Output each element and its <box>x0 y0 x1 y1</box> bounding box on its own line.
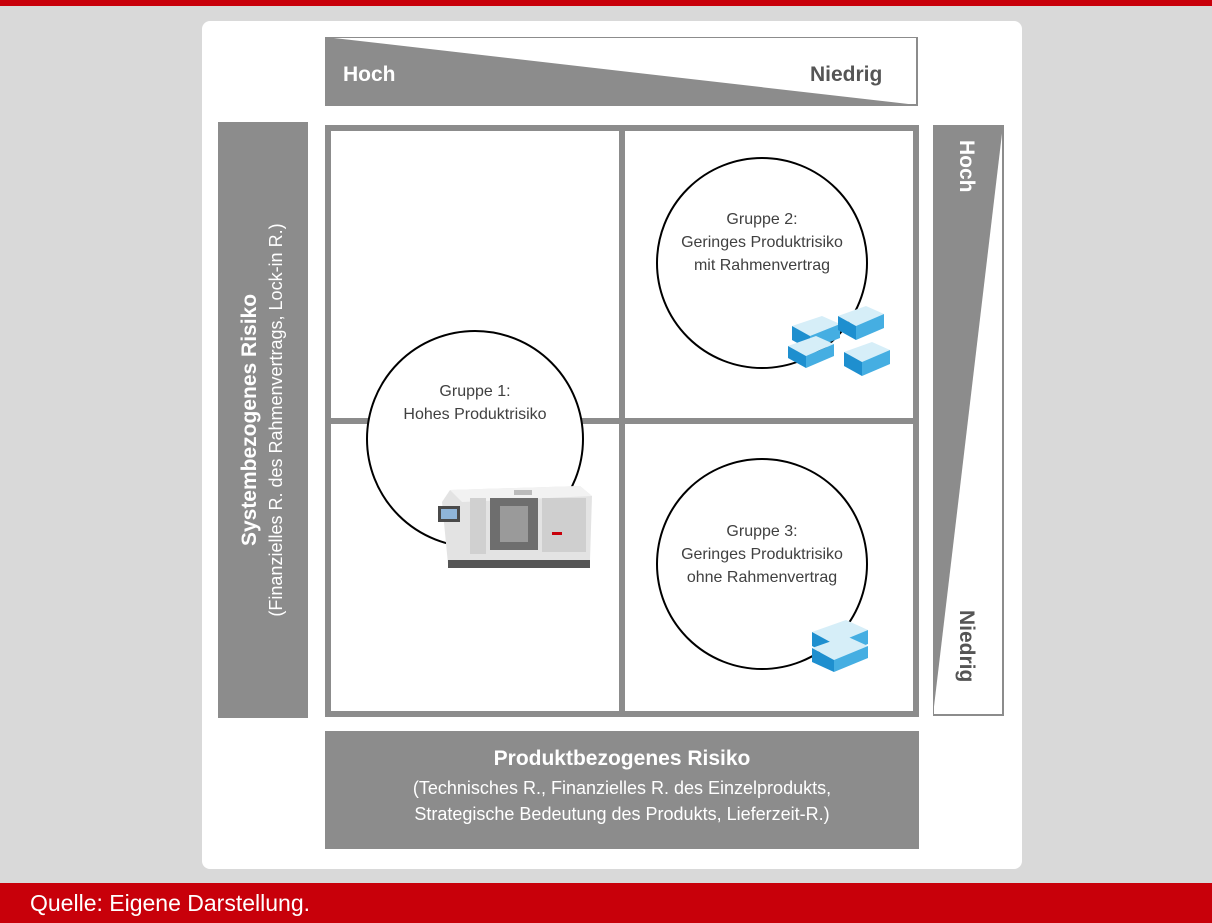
right-scale-high: Hoch <box>955 140 978 193</box>
top-accent-bar <box>0 0 1212 6</box>
paper-stack-icon <box>812 620 868 672</box>
left-axis-title: Systembezogenes Risiko <box>238 293 261 547</box>
group-1-desc: Hohes Produktrisiko <box>403 406 547 423</box>
cnc-machine-icon <box>438 486 592 568</box>
left-axis-label: Systembezogenes Risiko (Finanzielles R. … <box>237 223 289 616</box>
group-2-label: Gruppe 2: Geringes Produktrisiko mit Rah… <box>650 208 874 277</box>
group-3-label: Gruppe 3: Geringes Produktrisiko ohne Ra… <box>650 520 874 589</box>
top-scale-wedge <box>325 37 918 106</box>
bottom-axis-title: Produktbezogenes Risiko <box>493 747 751 770</box>
bottom-axis-subtitle-line2: Strategische Bedeutung des Produkts, Lie… <box>414 804 830 824</box>
group-2-desc: Geringes Produktrisiko <box>681 234 843 251</box>
group-3-title: Gruppe 3: <box>726 523 798 540</box>
right-scale-wedge <box>933 125 1004 716</box>
group-1-title: Gruppe 1: <box>439 383 511 400</box>
top-scale-high: Hoch <box>343 63 396 86</box>
paper-stack-icon <box>788 306 890 376</box>
diagram-card <box>202 21 1022 869</box>
bottom-axis-subtitle-line1: (Technisches R., Finanzielles R. des Ein… <box>412 778 832 798</box>
source-footer: Quelle: Eigene Darstellung. <box>0 883 1212 923</box>
left-axis-subtitle: (Finanzielles R. des Rahmenvertrags, Loc… <box>266 223 286 617</box>
group-1-label: Gruppe 1: Hohes Produktrisiko <box>366 380 584 426</box>
left-axis-box <box>218 122 308 718</box>
matrix-horizontal-divider <box>325 418 919 424</box>
group-2-title: Gruppe 2: <box>726 211 798 228</box>
right-scale-low: Niedrig <box>955 610 978 683</box>
group-2-contract: mit Rahmenvertrag <box>693 257 831 274</box>
top-scale-low: Niedrig <box>810 63 883 86</box>
bottom-axis-box: Produktbezogenes Risiko (Technisches R.,… <box>325 731 919 849</box>
bottom-axis-subtitle: (Technisches R., Finanzielles R. des Ein… <box>325 775 919 827</box>
group-3-contract: ohne Rahmenvertrag <box>686 569 838 586</box>
group-3-desc: Geringes Produktrisiko <box>681 546 843 563</box>
